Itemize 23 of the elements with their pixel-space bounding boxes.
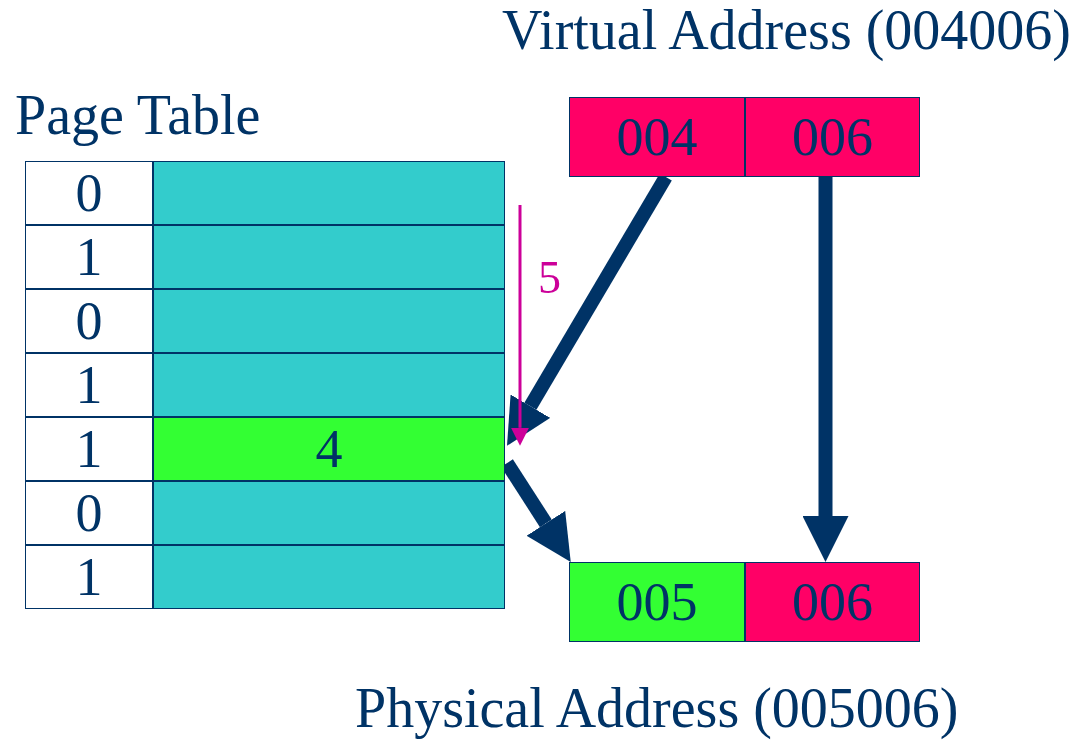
frame-cell: 4 xyxy=(153,417,505,481)
valid-bit-cell: 0 xyxy=(25,289,153,353)
address-field: 005 xyxy=(569,562,745,642)
table-heading: Page Table xyxy=(15,85,261,147)
frame-cell xyxy=(153,225,505,289)
address-heading: Physical Address (005006) xyxy=(355,678,959,740)
arrow xyxy=(511,205,529,446)
valid-bit-cell: 0 xyxy=(25,481,153,545)
valid-bit-cell: 1 xyxy=(25,225,153,289)
frame-cell xyxy=(153,161,505,225)
valid-bit-cell: 0 xyxy=(25,161,153,225)
address-field: 006 xyxy=(745,97,920,177)
valid-bit-cell: 1 xyxy=(25,417,153,481)
arrow xyxy=(802,177,849,562)
frame-cell xyxy=(153,353,505,417)
frame-cell xyxy=(153,481,505,545)
frame-cell xyxy=(153,545,505,609)
valid-bit-cell: 1 xyxy=(25,545,153,609)
address-field: 004 xyxy=(569,97,745,177)
address-field: 006 xyxy=(745,562,920,642)
frame-cell xyxy=(153,289,505,353)
valid-bit-cell: 1 xyxy=(25,353,153,417)
address-heading: Virtual Address (004006) xyxy=(502,0,1071,62)
